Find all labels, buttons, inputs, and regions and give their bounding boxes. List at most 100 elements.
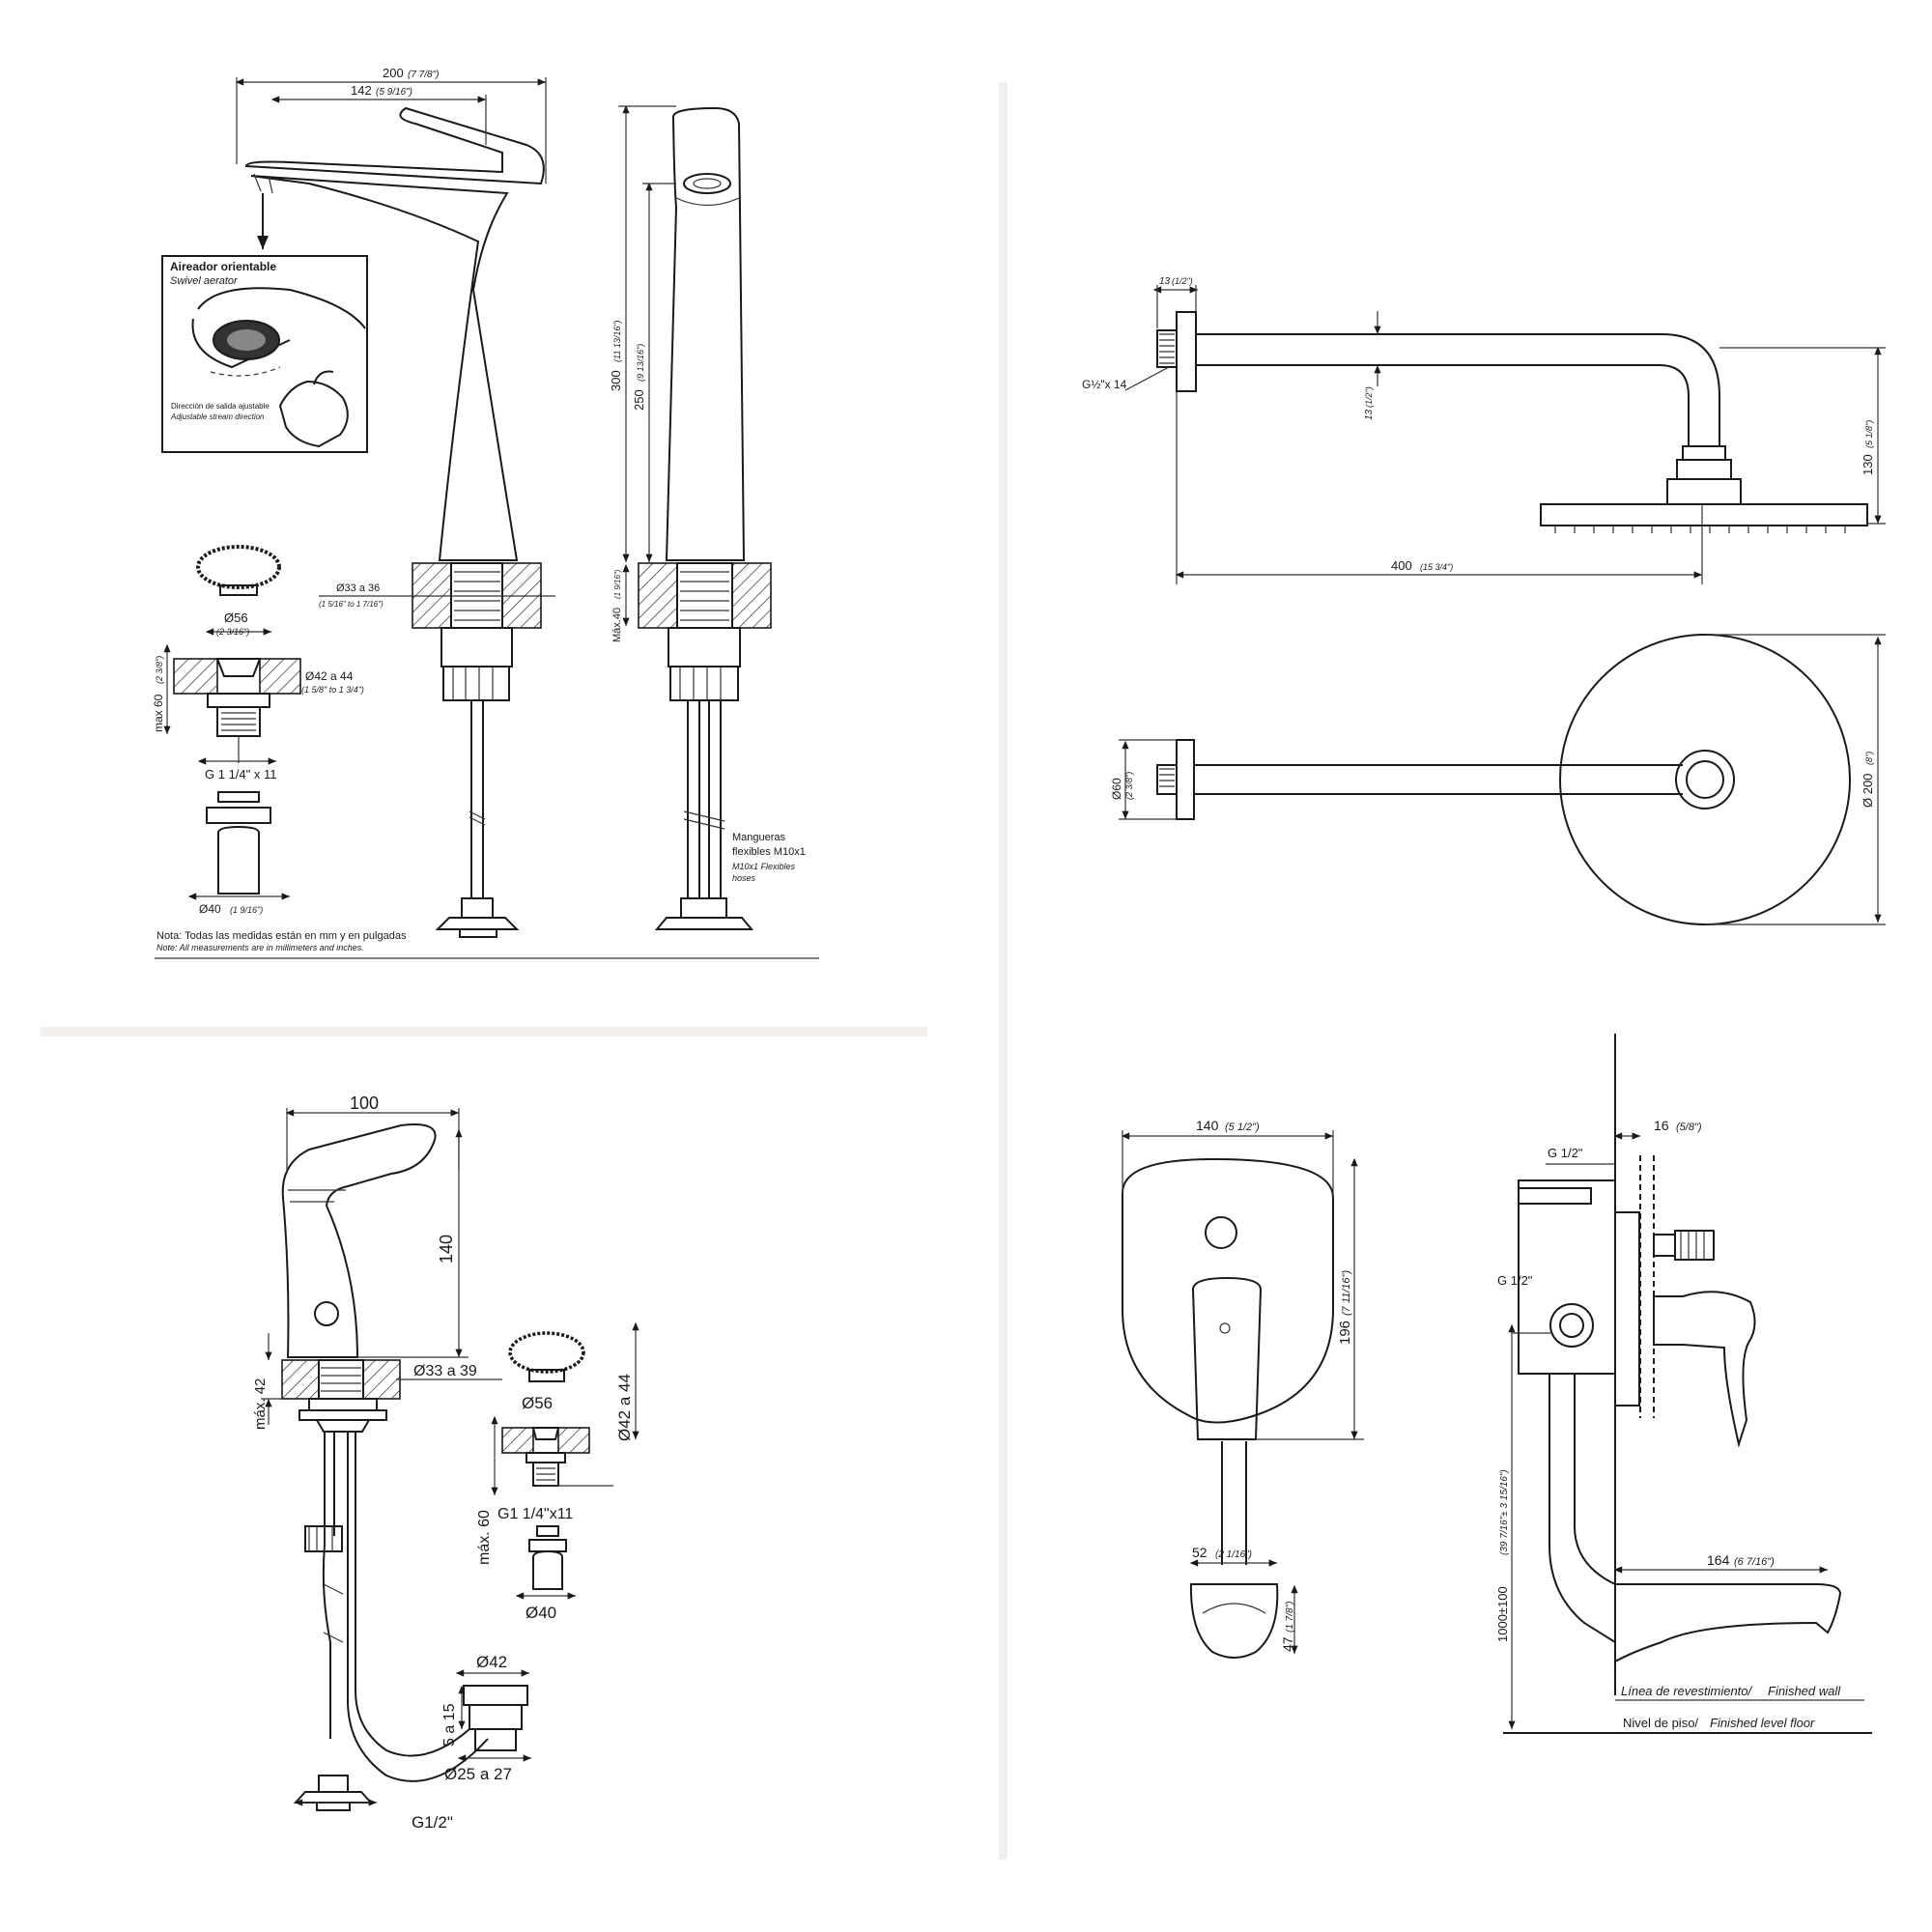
arm-dim-13: 13 [1159, 276, 1171, 287]
stream-label: Dirección de salida ajustable [171, 402, 270, 411]
low-drain-d42: Ø42 a 44 [615, 1374, 634, 1441]
panel-shower-arm: 13 (1/2") G½"x 14 13 (1/2") 130 (5 1/8")… [1082, 276, 1886, 925]
svg-text:(8"): (8") [1864, 752, 1874, 765]
svg-text:(1 9/16"): (1 9/16") [613, 569, 622, 599]
svg-text:(39 7/16"± 3 15/16"): (39 7/16"± 3 15/16") [1499, 1469, 1510, 1555]
svg-text:(7 11/16"): (7 11/16") [1341, 1270, 1352, 1316]
mixer-dim-47: 47 [1280, 1636, 1295, 1652]
arm-thread: G½"x 14 [1082, 378, 1127, 391]
tall-faucet-hose [470, 700, 484, 898]
drain-max60: max 60 [152, 694, 165, 732]
dim-200: 200 [383, 66, 404, 80]
svg-text:(11 13/16"): (11 13/16") [612, 320, 622, 362]
arm-dim-13-mid: 13 [1364, 409, 1375, 420]
mixer-plate [1122, 1157, 1334, 1424]
low-dim-hole: Ø33 a 39 [413, 1363, 477, 1379]
tub-spout [1614, 1583, 1842, 1662]
side-spout [1548, 1374, 1616, 1643]
drain-cap-chain [196, 545, 281, 589]
head-d200: Ø 200 [1861, 774, 1875, 808]
dim-max40: Máx.40 [611, 608, 623, 642]
drain-d42: Ø42 a 44 [305, 669, 354, 683]
separator-vertical [999, 82, 1008, 1860]
svg-text:Finished wall: Finished wall [1768, 1684, 1841, 1698]
svg-text:(5 1/2"): (5 1/2") [1225, 1122, 1260, 1133]
svg-text:(1 9/16"): (1 9/16") [230, 905, 263, 915]
svg-text:(5 9/16"): (5 9/16") [376, 87, 412, 98]
aerator-label: Aireador orientable [170, 260, 276, 273]
valve-d25: Ø25 a 27 [444, 1765, 512, 1783]
valve-5a15: 5 a 15 [441, 1703, 458, 1747]
svg-text:(5/8"): (5/8") [1676, 1122, 1702, 1133]
mixer-dim-1000: 1000±100 [1495, 1586, 1510, 1642]
dim-142: 142 [351, 83, 372, 98]
low-drain-d56: Ø56 [522, 1394, 553, 1412]
separator-horizontal [41, 1027, 927, 1037]
finished-wall-label: Línea de revestimiento/ [1621, 1684, 1753, 1698]
svg-text:Finished level floor: Finished level floor [1710, 1716, 1815, 1730]
svg-text:(1/2"): (1/2") [1172, 276, 1193, 286]
valve-body [1518, 1179, 1616, 1375]
finished-floor-label: Nivel de piso/ [1623, 1716, 1698, 1730]
panel-tall-faucet: Aireador orientable Swivel aerator Direc… [152, 66, 819, 959]
stream-label-en: Adjustable stream direction [170, 412, 265, 421]
low-drain-d40: Ø40 [526, 1604, 556, 1622]
low-drain-max60: máx. 60 [476, 1510, 493, 1565]
drain-d40: Ø40 [199, 902, 221, 916]
shower-head-top [1559, 634, 1851, 925]
svg-text:(1 5/8" to 1 3/4"): (1 5/8" to 1 3/4") [301, 685, 364, 695]
hand-icon [278, 370, 349, 448]
low-faucet-hose [322, 1432, 489, 1782]
aerator-label-en: Swivel aerator [170, 275, 239, 287]
svg-text:(1 5/16" to 1 7/16"): (1 5/16" to 1 7/16") [319, 600, 384, 609]
low-drain-thread: G1 1/4"x11 [497, 1506, 573, 1522]
low-drain-cap [508, 1331, 585, 1374]
svg-text:hoses: hoses [732, 873, 756, 883]
mixer-dim-16: 16 [1654, 1118, 1669, 1133]
dim-hole: Ø33 a 36 [336, 582, 380, 594]
hoses-label: Mangueras [732, 832, 786, 843]
svg-text:flexibles M10x1: flexibles M10x1 [732, 846, 806, 858]
tall-faucet-front [665, 106, 746, 561]
mixer-dim-164: 164 [1707, 1552, 1730, 1568]
svg-text:(2 3/16"): (2 3/16") [216, 627, 249, 637]
svg-text:(1 7/8"): (1 7/8") [1285, 1602, 1295, 1633]
svg-text:(7 7/8"): (7 7/8") [408, 70, 439, 80]
svg-text:M10x1 Flexibles: M10x1 Flexibles [732, 862, 796, 871]
low-dim-140: 140 [437, 1235, 456, 1264]
side-handle [1653, 1291, 1756, 1448]
mixer-handle [1191, 1276, 1263, 1440]
diverter-button [1205, 1216, 1237, 1249]
svg-text:(9 13/16"): (9 13/16") [636, 344, 645, 382]
flange-d60: Ø60 [1110, 778, 1123, 800]
mixer-g12-mid: G 1/2" [1497, 1273, 1533, 1288]
low-dim-100: 100 [350, 1094, 379, 1113]
dim-250: 250 [632, 389, 646, 411]
shower-arm [1196, 333, 1720, 446]
drain-d56: Ø56 [224, 611, 248, 625]
dim-300: 300 [609, 370, 623, 391]
arm-dim-400: 400 [1391, 558, 1412, 573]
svg-text:(1/2"): (1/2") [1364, 386, 1374, 408]
hose-thread: G1/2" [412, 1813, 453, 1832]
mixer-g12-top: G 1/2" [1548, 1146, 1583, 1160]
mixer-dim-140: 140 [1196, 1118, 1219, 1133]
shower-head-side [1540, 503, 1868, 526]
svg-text:(2 3/8"): (2 3/8") [155, 656, 164, 684]
svg-text:(6 7/16"): (6 7/16") [1734, 1556, 1775, 1568]
svg-text:(2 1/16"): (2 1/16") [1215, 1549, 1252, 1560]
mixer-dim-196: 196 [1337, 1321, 1353, 1345]
front-spout [1189, 1583, 1279, 1659]
drain-thread: G 1 1/4" x 11 [205, 767, 276, 781]
mixer-dim-52: 52 [1192, 1545, 1208, 1560]
wall-flange [1176, 311, 1197, 392]
panel-low-faucet: 100 140 máx. 42 Ø33 a 39 Ø56 Ø42 a 44 má… [252, 1094, 639, 1832]
panel-concealed-mixer: 140 (5 1/2") 196 (7 11/16") 52 (2 1/16")… [1121, 1034, 1872, 1734]
aerator-detail-box [161, 255, 368, 453]
svg-text:Note: All measurements are in: Note: All measurements are in millimeter… [156, 943, 364, 952]
svg-text:(5 1/8"): (5 1/8") [1864, 420, 1874, 448]
svg-text:(15 3/4"): (15 3/4") [1420, 562, 1453, 572]
low-dim-max42: máx. 42 [252, 1378, 269, 1430]
units-note: Nota: Todas las medidas están en mm y en… [156, 930, 407, 942]
